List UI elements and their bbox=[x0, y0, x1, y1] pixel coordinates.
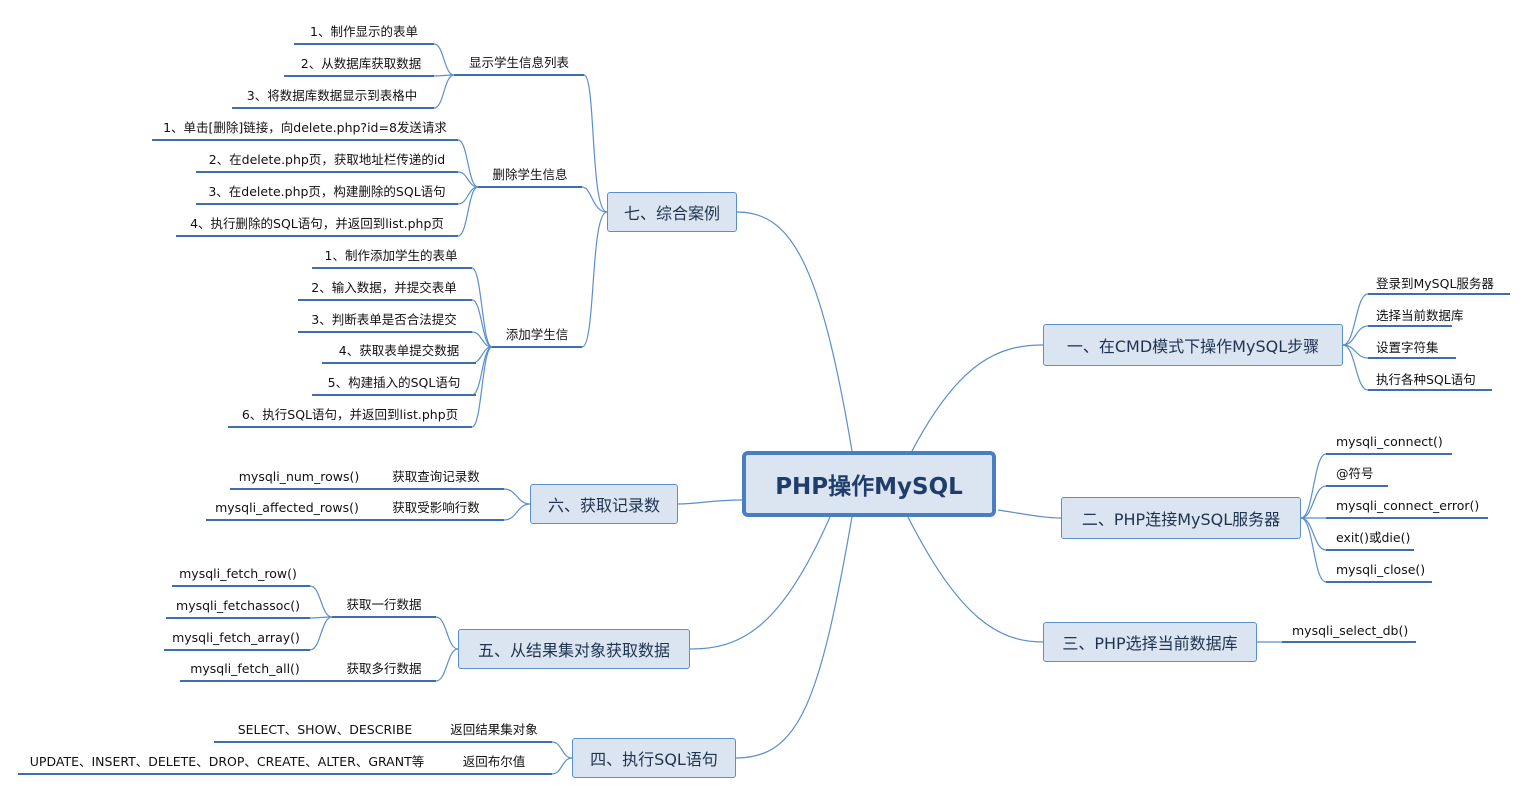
link-b7-sub2-leaf1 bbox=[471, 299, 493, 348]
link-b7-sub1-leaf1 bbox=[457, 171, 479, 188]
leaf-add-4[interactable]: 4、获取表单提交数据 bbox=[338, 343, 460, 358]
leaf-fetch-array[interactable]: mysqli_fetch_array() bbox=[172, 630, 300, 645]
leaf-mysqli-connect[interactable]: mysqli_connect() bbox=[1336, 434, 1443, 449]
link-center-b4 bbox=[735, 516, 853, 759]
leaf-fetch-all[interactable]: mysqli_fetch_all() bbox=[190, 661, 300, 676]
leaf-at-symbol[interactable]: @符号 bbox=[1336, 466, 1374, 481]
link-b6-sub1 bbox=[503, 503, 531, 521]
leaf-list-2[interactable]: 2、从数据库获取数据 bbox=[300, 56, 422, 71]
branch-fetch-data[interactable]: 五、从结果集对象获取数据 bbox=[458, 629, 690, 669]
link-center-b6 bbox=[677, 499, 743, 505]
sub-query-count[interactable]: 获取查询记录数 bbox=[392, 469, 480, 484]
link-b7-sub2-leaf2 bbox=[471, 331, 493, 348]
leaf-mysqli-close[interactable]: mysqli_close() bbox=[1336, 562, 1426, 577]
leaf-select-show-describe[interactable]: SELECT、SHOW、DESCRIBE bbox=[237, 722, 413, 737]
branch-php-select-db[interactable]: 三、PHP选择当前数据库 bbox=[1043, 622, 1257, 662]
leaf-add-1[interactable]: 1、制作添加学生的表单 bbox=[324, 248, 458, 263]
leaf-mysqli-select-db[interactable]: mysqli_select_db() bbox=[1292, 623, 1409, 638]
leaf-delete-4[interactable]: 4、执行删除的SQL语句，并返回到list.php页 bbox=[190, 216, 444, 231]
leaf-add-6[interactable]: 6、执行SQL语句，并返回到list.php页 bbox=[241, 407, 459, 422]
link-b2-0 bbox=[1300, 453, 1327, 519]
leaf-delete-1[interactable]: 1、单击[删除]链接，向delete.php?id=8发送请求 bbox=[163, 120, 447, 135]
branch-case-study[interactable]: 七、综合案例 bbox=[607, 192, 737, 232]
leaf-delete-3[interactable]: 3、在delete.php页，构建删除的SQL语句 bbox=[208, 184, 446, 199]
leaf-exit-die[interactable]: exit()或die() bbox=[1336, 530, 1411, 545]
sub-affected-count[interactable]: 获取受影响行数 bbox=[392, 500, 480, 515]
link-center-b3 bbox=[907, 516, 1044, 643]
branch-cmd-steps[interactable]: 一、在CMD模式下操作MySQL步骤 bbox=[1043, 324, 1343, 366]
sub-fetch-multi-rows[interactable]: 获取多行数据 bbox=[346, 661, 422, 676]
sub-fetch-one-row[interactable]: 获取一行数据 bbox=[346, 597, 422, 612]
link-b7-sub2-leaf5 bbox=[471, 346, 493, 428]
sub-return-boolean[interactable]: 返回布尔值 bbox=[462, 754, 526, 769]
link-b5-leaf0 bbox=[309, 585, 333, 618]
link-b7-sub0-leaf0 bbox=[433, 43, 455, 76]
link-b1-1 bbox=[1342, 325, 1369, 346]
branch-exec-sql[interactable]: 四、执行SQL语句 bbox=[572, 738, 736, 778]
link-b7-sub2 bbox=[581, 211, 608, 348]
link-b7-sub2-leaf0 bbox=[471, 267, 493, 348]
link-center-b1 bbox=[911, 344, 1044, 452]
sub-delete-student[interactable]: 删除学生信息 bbox=[492, 167, 568, 182]
leaf-num-rows[interactable]: mysqli_num_rows() bbox=[238, 469, 360, 484]
leaf-charset[interactable]: 设置字符集 bbox=[1376, 340, 1439, 355]
leaf-add-2[interactable]: 2、输入数据，并提交表单 bbox=[311, 280, 457, 295]
branch-get-row-count[interactable]: 六、获取记录数 bbox=[530, 484, 678, 524]
link-center-b7 bbox=[736, 211, 853, 452]
link-b1-0 bbox=[1342, 293, 1369, 346]
leaf-fetch-assoc[interactable]: mysqli_fetchassoc() bbox=[176, 598, 300, 613]
leaf-add-3[interactable]: 3、判断表单是否合法提交 bbox=[311, 312, 457, 327]
link-b2-1 bbox=[1300, 485, 1327, 519]
link-center-b2 bbox=[997, 509, 1062, 519]
link-b7-sub1-leaf3 bbox=[457, 186, 479, 237]
leaf-list-3[interactable]: 3、将数据库数据显示到表格中 bbox=[246, 88, 418, 103]
leaf-exec-sql[interactable]: 执行各种SQL语句 bbox=[1376, 372, 1476, 387]
leaf-update-insert-etc[interactable]: UPDATE、INSERT、DELETE、DROP、CREATE、ALTER、G… bbox=[29, 754, 425, 769]
link-b2-4 bbox=[1300, 517, 1327, 583]
link-b2-3 bbox=[1300, 517, 1327, 551]
leaf-list-1[interactable]: 1、制作显示的表单 bbox=[310, 24, 418, 39]
link-b5-sub0 bbox=[435, 616, 459, 650]
leaf-connect-error[interactable]: mysqli_connect_error() bbox=[1336, 498, 1480, 513]
leaf-delete-2[interactable]: 2、在delete.php页，获取地址栏传递的id bbox=[208, 152, 446, 167]
central-topic[interactable]: PHP操作MySQL bbox=[742, 451, 996, 517]
link-b5-sub1 bbox=[435, 648, 459, 682]
leaf-fetch-row[interactable]: mysqli_fetch_row() bbox=[179, 566, 297, 581]
link-center-b5 bbox=[689, 516, 831, 650]
sub-list-students[interactable]: 显示学生信息列表 bbox=[468, 55, 569, 70]
leaf-add-5[interactable]: 5、构建插入的SQL语句 bbox=[327, 375, 461, 390]
sub-return-resultset[interactable]: 返回结果集对象 bbox=[450, 722, 538, 737]
leaf-affected-rows[interactable]: mysqli_affected_rows() bbox=[215, 500, 359, 515]
link-b4-sub1 bbox=[551, 757, 573, 775]
link-b7-sub1-leaf0 bbox=[457, 139, 479, 188]
link-b6-sub0 bbox=[503, 488, 531, 505]
leaf-select-db[interactable]: 选择当前数据库 bbox=[1376, 308, 1464, 323]
link-b1-3 bbox=[1342, 344, 1369, 391]
link-b7-sub0 bbox=[583, 74, 608, 213]
branch-php-connect[interactable]: 二、PHP连接MySQL服务器 bbox=[1061, 497, 1301, 539]
leaf-login[interactable]: 登录到MySQL服务器 bbox=[1376, 276, 1494, 291]
link-b5-leaf2 bbox=[309, 616, 333, 651]
link-b4-sub0 bbox=[551, 741, 573, 759]
link-b7-sub1 bbox=[581, 186, 608, 213]
link-b7-sub0-leaf2 bbox=[433, 74, 455, 109]
sub-add-student[interactable]: 添加学生信 bbox=[505, 327, 569, 342]
